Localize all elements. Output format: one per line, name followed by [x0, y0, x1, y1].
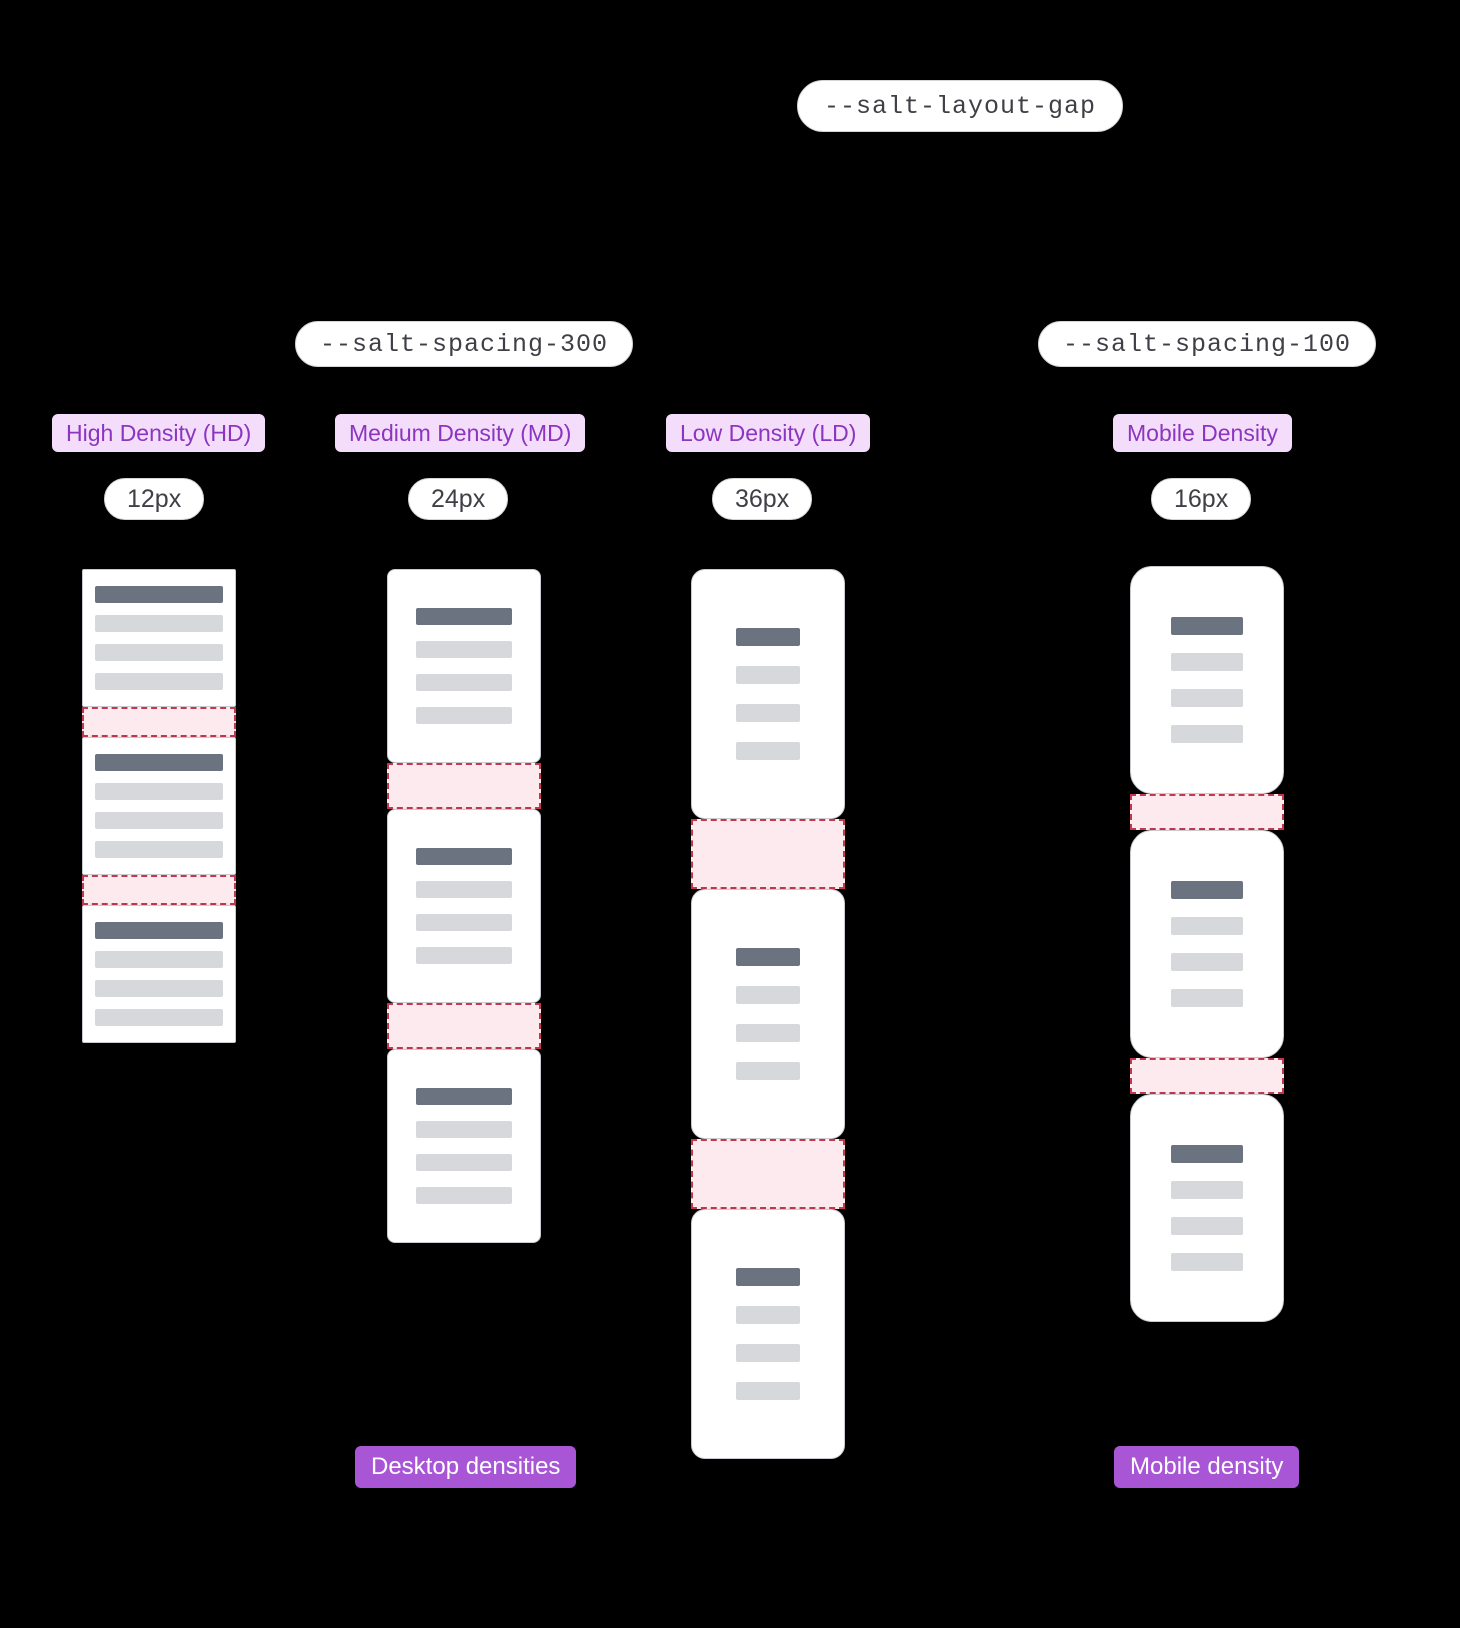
card-title-bar: [736, 628, 800, 646]
card-content-bar: [1171, 1253, 1243, 1271]
card-content-bar: [1171, 1181, 1243, 1199]
card-content-bar: [95, 673, 223, 690]
density-card: [691, 889, 845, 1139]
card-content-bar: [1171, 689, 1243, 707]
card-content-bar: [416, 641, 512, 658]
density-badge-medium-label: Medium Density (MD): [349, 419, 572, 446]
density-card: [387, 809, 541, 1003]
density-badge-medium: Medium Density (MD): [335, 414, 586, 452]
card-title-bar: [1171, 881, 1243, 899]
legend-badge-desktop: Desktop densities: [355, 1446, 577, 1488]
card-content-bar: [416, 1187, 512, 1204]
card-content-bar: [736, 1306, 800, 1324]
card-content-bar: [736, 986, 800, 1004]
density-card: [82, 737, 236, 875]
card-content-bar: [416, 1121, 512, 1138]
gap-value-pill-high: 12px: [104, 478, 205, 520]
density-stack-low-density: [691, 569, 845, 1459]
card-title-bar: [416, 608, 512, 625]
gap-value-low-label: 36px: [735, 484, 790, 513]
card-content-bar: [1171, 725, 1243, 743]
card-content-bar: [1171, 653, 1243, 671]
card-content-bar: [95, 841, 223, 858]
card-content-bar: [95, 615, 223, 632]
card-content-bar: [416, 947, 512, 964]
card-content-bar: [736, 1024, 800, 1042]
card-title-bar: [736, 1268, 800, 1286]
density-badge-low: Low Density (LD): [666, 414, 871, 452]
density-stack-medium-density: [387, 569, 541, 1243]
card-title-bar: [1171, 617, 1243, 635]
density-card: [387, 569, 541, 763]
card-title-bar: [736, 948, 800, 966]
token-pill-spacing-300-label: --salt-spacing-300: [320, 329, 609, 359]
layout-gap-band: [1130, 1058, 1284, 1094]
card-content-bar: [416, 1154, 512, 1171]
card-content-bar: [736, 1382, 800, 1400]
layout-gap-band: [691, 819, 845, 889]
card-content-bar: [1171, 917, 1243, 935]
card-content-bar: [95, 1009, 223, 1026]
density-badge-high: High Density (HD): [52, 414, 266, 452]
layout-gap-band: [1130, 794, 1284, 830]
token-pill-spacing-100-label: --salt-spacing-100: [1063, 329, 1352, 359]
card-content-bar: [1171, 953, 1243, 971]
card-content-bar: [416, 914, 512, 931]
card-content-bar: [1171, 1217, 1243, 1235]
card-title-bar: [95, 586, 223, 603]
card-title-bar: [95, 922, 223, 939]
density-badge-low-label: Low Density (LD): [680, 419, 857, 446]
density-badge-mobile: Mobile Density: [1113, 414, 1292, 452]
card-title-bar: [416, 848, 512, 865]
density-card: [1130, 830, 1284, 1058]
density-card: [82, 905, 236, 1043]
layout-gap-band: [691, 1139, 845, 1209]
layout-gap-band: [82, 875, 236, 905]
gap-value-pill-medium: 24px: [408, 478, 509, 520]
card-content-bar: [416, 674, 512, 691]
density-card: [1130, 566, 1284, 794]
card-content-bar: [736, 1062, 800, 1080]
density-card: [691, 569, 845, 819]
gap-value-high-label: 12px: [127, 484, 182, 513]
density-card: [691, 1209, 845, 1459]
card-title-bar: [1171, 1145, 1243, 1163]
card-content-bar: [1171, 989, 1243, 1007]
legend-badge-mobile: Mobile density: [1114, 1446, 1300, 1488]
density-badge-high-label: High Density (HD): [66, 419, 252, 446]
layout-gap-band: [387, 763, 541, 809]
token-pill-spacing-300: --salt-spacing-300: [295, 321, 634, 367]
layout-gap-band: [387, 1003, 541, 1049]
card-content-bar: [95, 951, 223, 968]
card-content-bar: [736, 704, 800, 722]
card-content-bar: [736, 1344, 800, 1362]
density-stack-high-density: [82, 569, 236, 1043]
legend-badge-mobile-label: Mobile density: [1130, 1453, 1284, 1480]
legend-badge-desktop-label: Desktop densities: [371, 1453, 561, 1480]
card-content-bar: [95, 980, 223, 997]
gap-value-pill-low: 36px: [712, 478, 813, 520]
card-title-bar: [416, 1088, 512, 1105]
density-card: [1130, 1094, 1284, 1322]
card-content-bar: [736, 742, 800, 760]
token-pill-layout-gap: --salt-layout-gap: [797, 80, 1124, 132]
card-content-bar: [416, 881, 512, 898]
density-card: [82, 569, 236, 707]
gap-value-pill-mobile: 16px: [1151, 478, 1252, 520]
layout-gap-band: [82, 707, 236, 737]
density-stack-mobile-density: [1130, 566, 1284, 1322]
card-content-bar: [95, 644, 223, 661]
card-title-bar: [95, 754, 223, 771]
card-content-bar: [95, 812, 223, 829]
card-content-bar: [736, 666, 800, 684]
gap-value-mobile-label: 16px: [1174, 484, 1229, 513]
gap-value-medium-label: 24px: [431, 484, 486, 513]
card-content-bar: [416, 707, 512, 724]
token-pill-layout-gap-label: --salt-layout-gap: [824, 91, 1097, 121]
density-card: [387, 1049, 541, 1243]
card-content-bar: [95, 783, 223, 800]
density-badge-mobile-label: Mobile Density: [1127, 419, 1278, 446]
token-pill-spacing-100: --salt-spacing-100: [1038, 321, 1377, 367]
